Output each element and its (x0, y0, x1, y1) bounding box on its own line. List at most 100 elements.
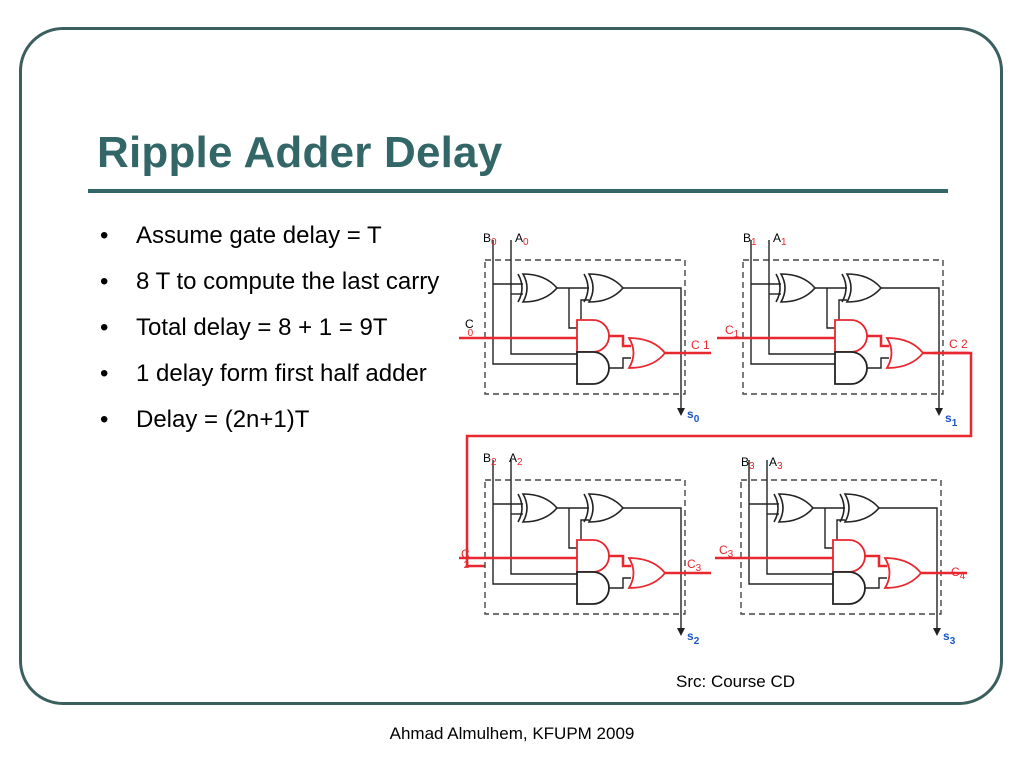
b-input-wire (492, 240, 577, 365)
and-gate (576, 319, 610, 353)
b-input-wire (748, 460, 833, 585)
b3-label: B3 (741, 455, 755, 472)
a2-label: A2 (509, 451, 523, 468)
a-input-wire (768, 240, 835, 355)
sum-arrow (935, 408, 943, 416)
sum-arrow (933, 628, 941, 636)
or-gate (627, 557, 667, 589)
xor-gate-back-curve (775, 273, 781, 303)
bullet-item: 8 T to compute the last carry (96, 266, 446, 298)
c2-out-label: C 2 (949, 337, 968, 351)
a-input-wire (766, 460, 833, 575)
c3-in-label: C3 (719, 543, 734, 560)
s2-label: s2 (687, 629, 700, 647)
xor-gate (775, 273, 817, 303)
and-gate (832, 539, 866, 573)
b-input-wire (750, 240, 835, 365)
xor1-to-and-wire (824, 508, 833, 549)
sum-output-wire (623, 507, 682, 632)
slide-footer: Ahmad Almulhem, KFUPM 2009 (389, 724, 635, 743)
and-gate (576, 571, 610, 605)
c1-out-label: C 1 (691, 338, 710, 352)
and1-to-or-wire (609, 334, 631, 348)
a3-label: A3 (769, 455, 783, 472)
bullet-item: Total delay = 8 + 1 = 9T (96, 312, 446, 344)
bullet-list: Assume gate delay = T 8 T to compute the… (96, 220, 446, 450)
xor-gate (583, 273, 625, 303)
full-adder-stage-0 (459, 240, 711, 416)
or-gate (627, 337, 667, 369)
full-adder-stage-3 (715, 460, 967, 636)
and-gate (576, 351, 610, 385)
xor-gate (841, 273, 883, 303)
s0-label: s0 (687, 407, 700, 425)
title-underline (88, 189, 948, 193)
s1-label: s1 (945, 411, 958, 429)
and2-to-or-wire (867, 357, 889, 369)
bullet-item: Delay = (2n+1)T (96, 404, 446, 436)
xor-gate (517, 493, 559, 523)
xor-gate-body (845, 273, 883, 303)
c1-in-label: C1 (725, 323, 740, 340)
b0-label: B0 (483, 231, 497, 248)
and-gate (834, 351, 868, 385)
b1-label: B1 (743, 231, 757, 248)
a0-label: A0 (515, 231, 529, 248)
xor-gate (517, 273, 559, 303)
and-gate (832, 571, 866, 605)
and2-to-or-wire (609, 577, 631, 589)
full-adder-boundary (484, 259, 686, 395)
and2-to-or-wire (609, 357, 631, 369)
c4-out-label: C4 (951, 565, 966, 582)
or-gate (883, 557, 923, 589)
xor-gate-body (777, 493, 815, 523)
stage-label-group-1: B1 A1 C1 C 2 s1 (725, 231, 968, 429)
ripple-carry-wire (465, 351, 973, 568)
bullet-item: Assume gate delay = T (96, 220, 446, 252)
bullet-item: 1 delay form first half adder (96, 358, 446, 390)
xor-gate-body (587, 273, 625, 303)
and-gate (834, 319, 868, 353)
xor-gate-body (521, 273, 559, 303)
full-adder-boundary (742, 259, 944, 395)
xor-gate-back-curve (517, 493, 523, 523)
or-gate (885, 337, 925, 369)
xor-gate (583, 493, 625, 523)
b2-label: B2 (483, 451, 497, 468)
full-adder-boundary (484, 479, 686, 615)
a-input-wire (510, 460, 577, 575)
full-adder-boundary (740, 479, 942, 615)
b-input-wire (492, 460, 577, 585)
full-adder-stage-2 (459, 460, 711, 636)
sum-output-wire (623, 287, 682, 412)
sum-arrow (677, 628, 685, 636)
and1-to-or-wire (609, 554, 631, 568)
a-input-wire (510, 240, 577, 355)
xor1-to-and-wire (568, 288, 577, 329)
stage-label-group-3: B3 A3 C3 C4 s3 (719, 455, 966, 647)
slide-frame (19, 27, 1003, 705)
xor1-to-and-wire (568, 508, 577, 549)
and-gate (576, 539, 610, 573)
xor-gate-body (521, 493, 559, 523)
xor-gate (839, 493, 881, 523)
full-adder-stage-1 (717, 240, 969, 416)
and1-to-or-wire (865, 554, 887, 568)
s3-label: s3 (943, 629, 956, 647)
xor1-to-and-wire (826, 288, 835, 329)
and1-to-or-wire (867, 334, 889, 348)
source-note: Src: Course CD (676, 672, 796, 691)
xor-gate (773, 493, 815, 523)
sum-output-wire (881, 287, 940, 412)
xor-gate-back-curve (773, 493, 779, 523)
c3-out-label: C3 (687, 557, 702, 574)
sum-arrow (677, 408, 685, 416)
slide-title: Ripple Adder Delay (97, 128, 503, 177)
xor-gate-body (779, 273, 817, 303)
xor-gate-back-curve (517, 273, 523, 303)
